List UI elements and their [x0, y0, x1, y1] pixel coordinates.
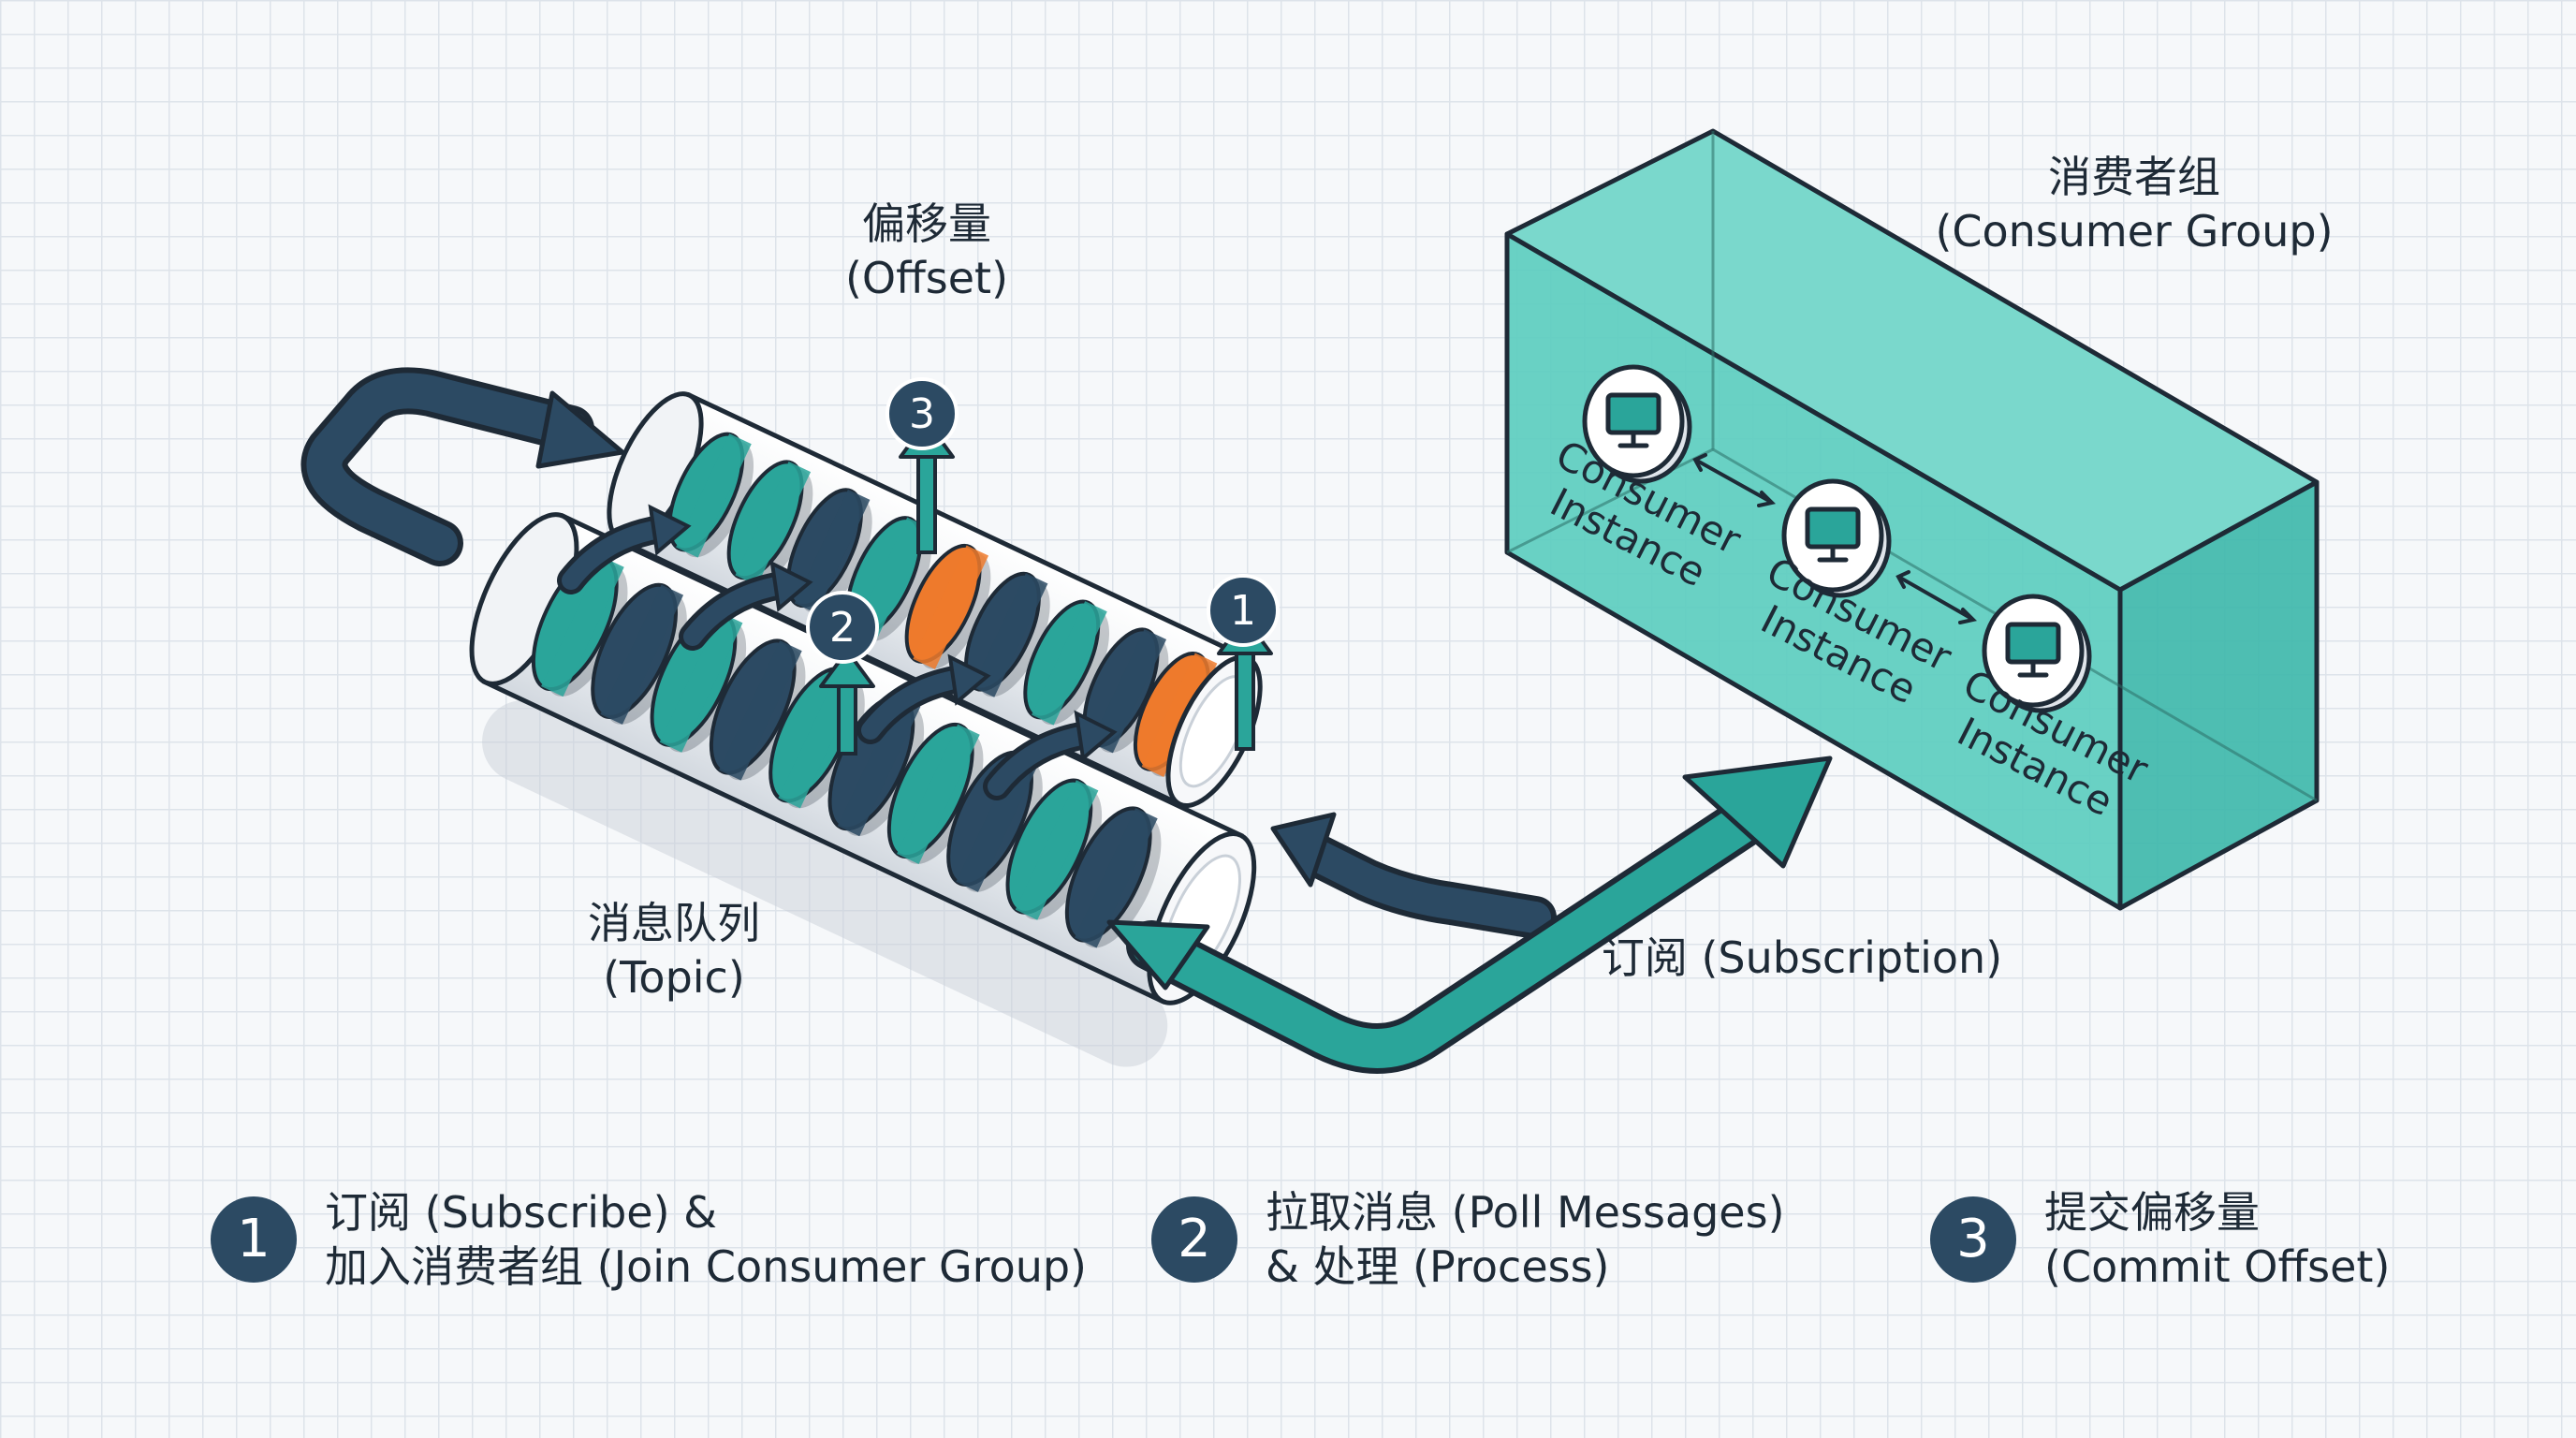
monitor-icon — [1605, 392, 1661, 448]
subscription-arrow-icon — [1106, 756, 1833, 1074]
monitor-icon — [2005, 622, 2061, 678]
legend-item-subscribe: 1 订阅 (Subscribe) & 加入消费者组 (Join Consumer… — [211, 1170, 1087, 1301]
loop-arrow-icon — [300, 367, 625, 566]
consumer-group-label: 消费者组 (Consumer Group) — [1935, 152, 2334, 257]
flow-arrow-icon — [557, 504, 692, 594]
instance-link-arrow — [1895, 570, 1978, 624]
svg-text:1: 1 — [1230, 587, 1256, 635]
step-marker: 3 — [886, 377, 959, 450]
offset-label: 偏移量 (Offset) — [844, 198, 1009, 303]
step-marker: 2 — [806, 591, 879, 664]
step-number-badge: 2 — [1151, 1196, 1237, 1283]
legend-item-commit: 3 提交偏移量 (Commit Offset) — [1930, 1170, 2454, 1301]
arrow-up-icon — [819, 649, 875, 756]
step-number-badge: 1 — [211, 1196, 297, 1283]
flow-arrow-icon — [856, 653, 991, 744]
step-marker: 1 — [1207, 574, 1280, 647]
legend-text: 订阅 (Subscribe) & 加入消费者组 (Join Consumer G… — [325, 1187, 1088, 1292]
flow-arrow-icon — [983, 710, 1118, 800]
legend-item-poll: 2 拉取消息 (Poll Messages) & 处理 (Process) — [1151, 1170, 1807, 1301]
svg-text:2: 2 — [829, 604, 856, 652]
flow-arrow-icon — [679, 560, 813, 651]
legend-text: 提交偏移量 (Commit Offset) — [2044, 1187, 2391, 1292]
consumer-instance — [1982, 594, 2092, 713]
consumer-instance — [1582, 364, 1692, 484]
subscription-label: 订阅 (Subscription) — [1601, 932, 2003, 983]
legend-text: 拉取消息 (Poll Messages) & 处理 (Process) — [1266, 1187, 1785, 1292]
topic-label: 消息队列 (Topic) — [588, 898, 760, 1003]
step-number-badge: 3 — [1930, 1196, 2016, 1283]
svg-text:3: 3 — [909, 390, 935, 438]
monitor-icon — [1805, 506, 1861, 563]
instance-link-arrow — [1692, 453, 1777, 507]
consumer-instance — [1781, 478, 1892, 598]
